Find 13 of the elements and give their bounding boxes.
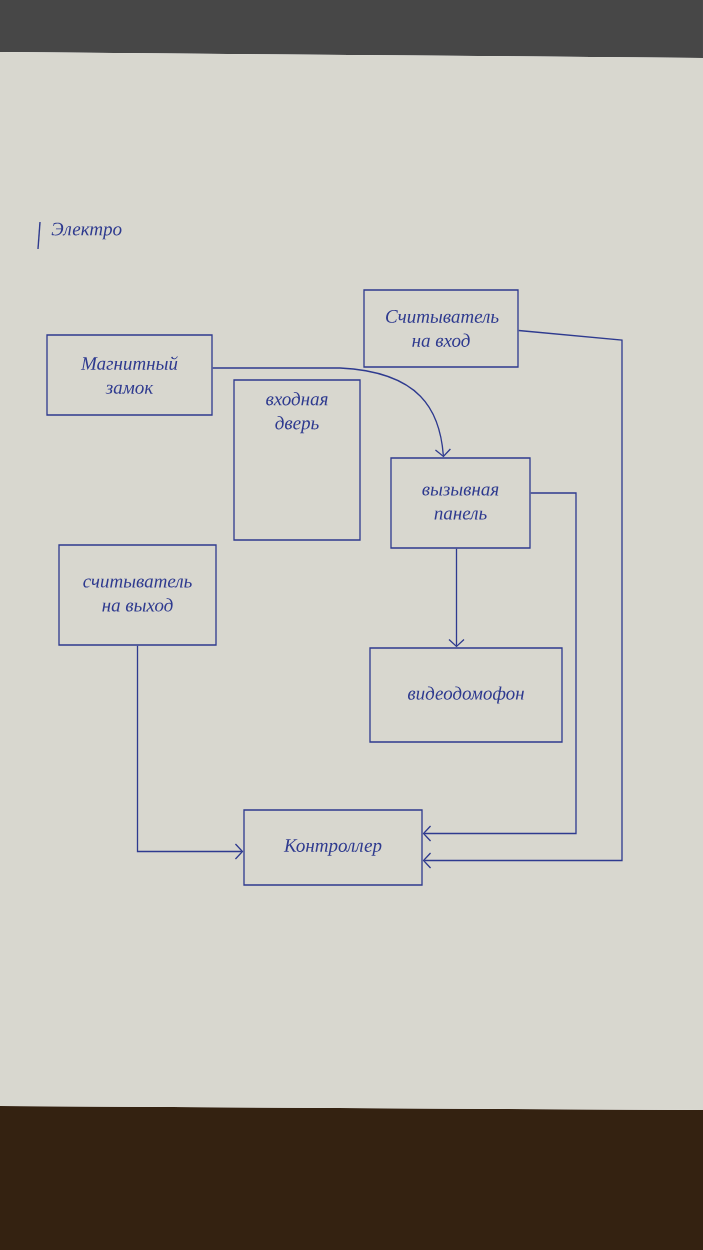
- component-box: видеодомофон: [369, 647, 563, 743]
- component-box: входная дверь: [233, 379, 361, 541]
- component-box: Считыватель на вход: [363, 289, 519, 368]
- component-box: считыватель на выход: [58, 544, 217, 646]
- arrow: [212, 367, 452, 458]
- component-box: Контроллер: [243, 809, 423, 886]
- arrow: [422, 492, 577, 842]
- arrow: [136, 645, 244, 860]
- arrow: [448, 548, 465, 648]
- component-box: вызывная панель: [390, 457, 531, 549]
- arrow: [422, 329, 623, 869]
- handwritten-note: Электро: [51, 222, 122, 240]
- component-box: Магнитный замок: [46, 334, 213, 416]
